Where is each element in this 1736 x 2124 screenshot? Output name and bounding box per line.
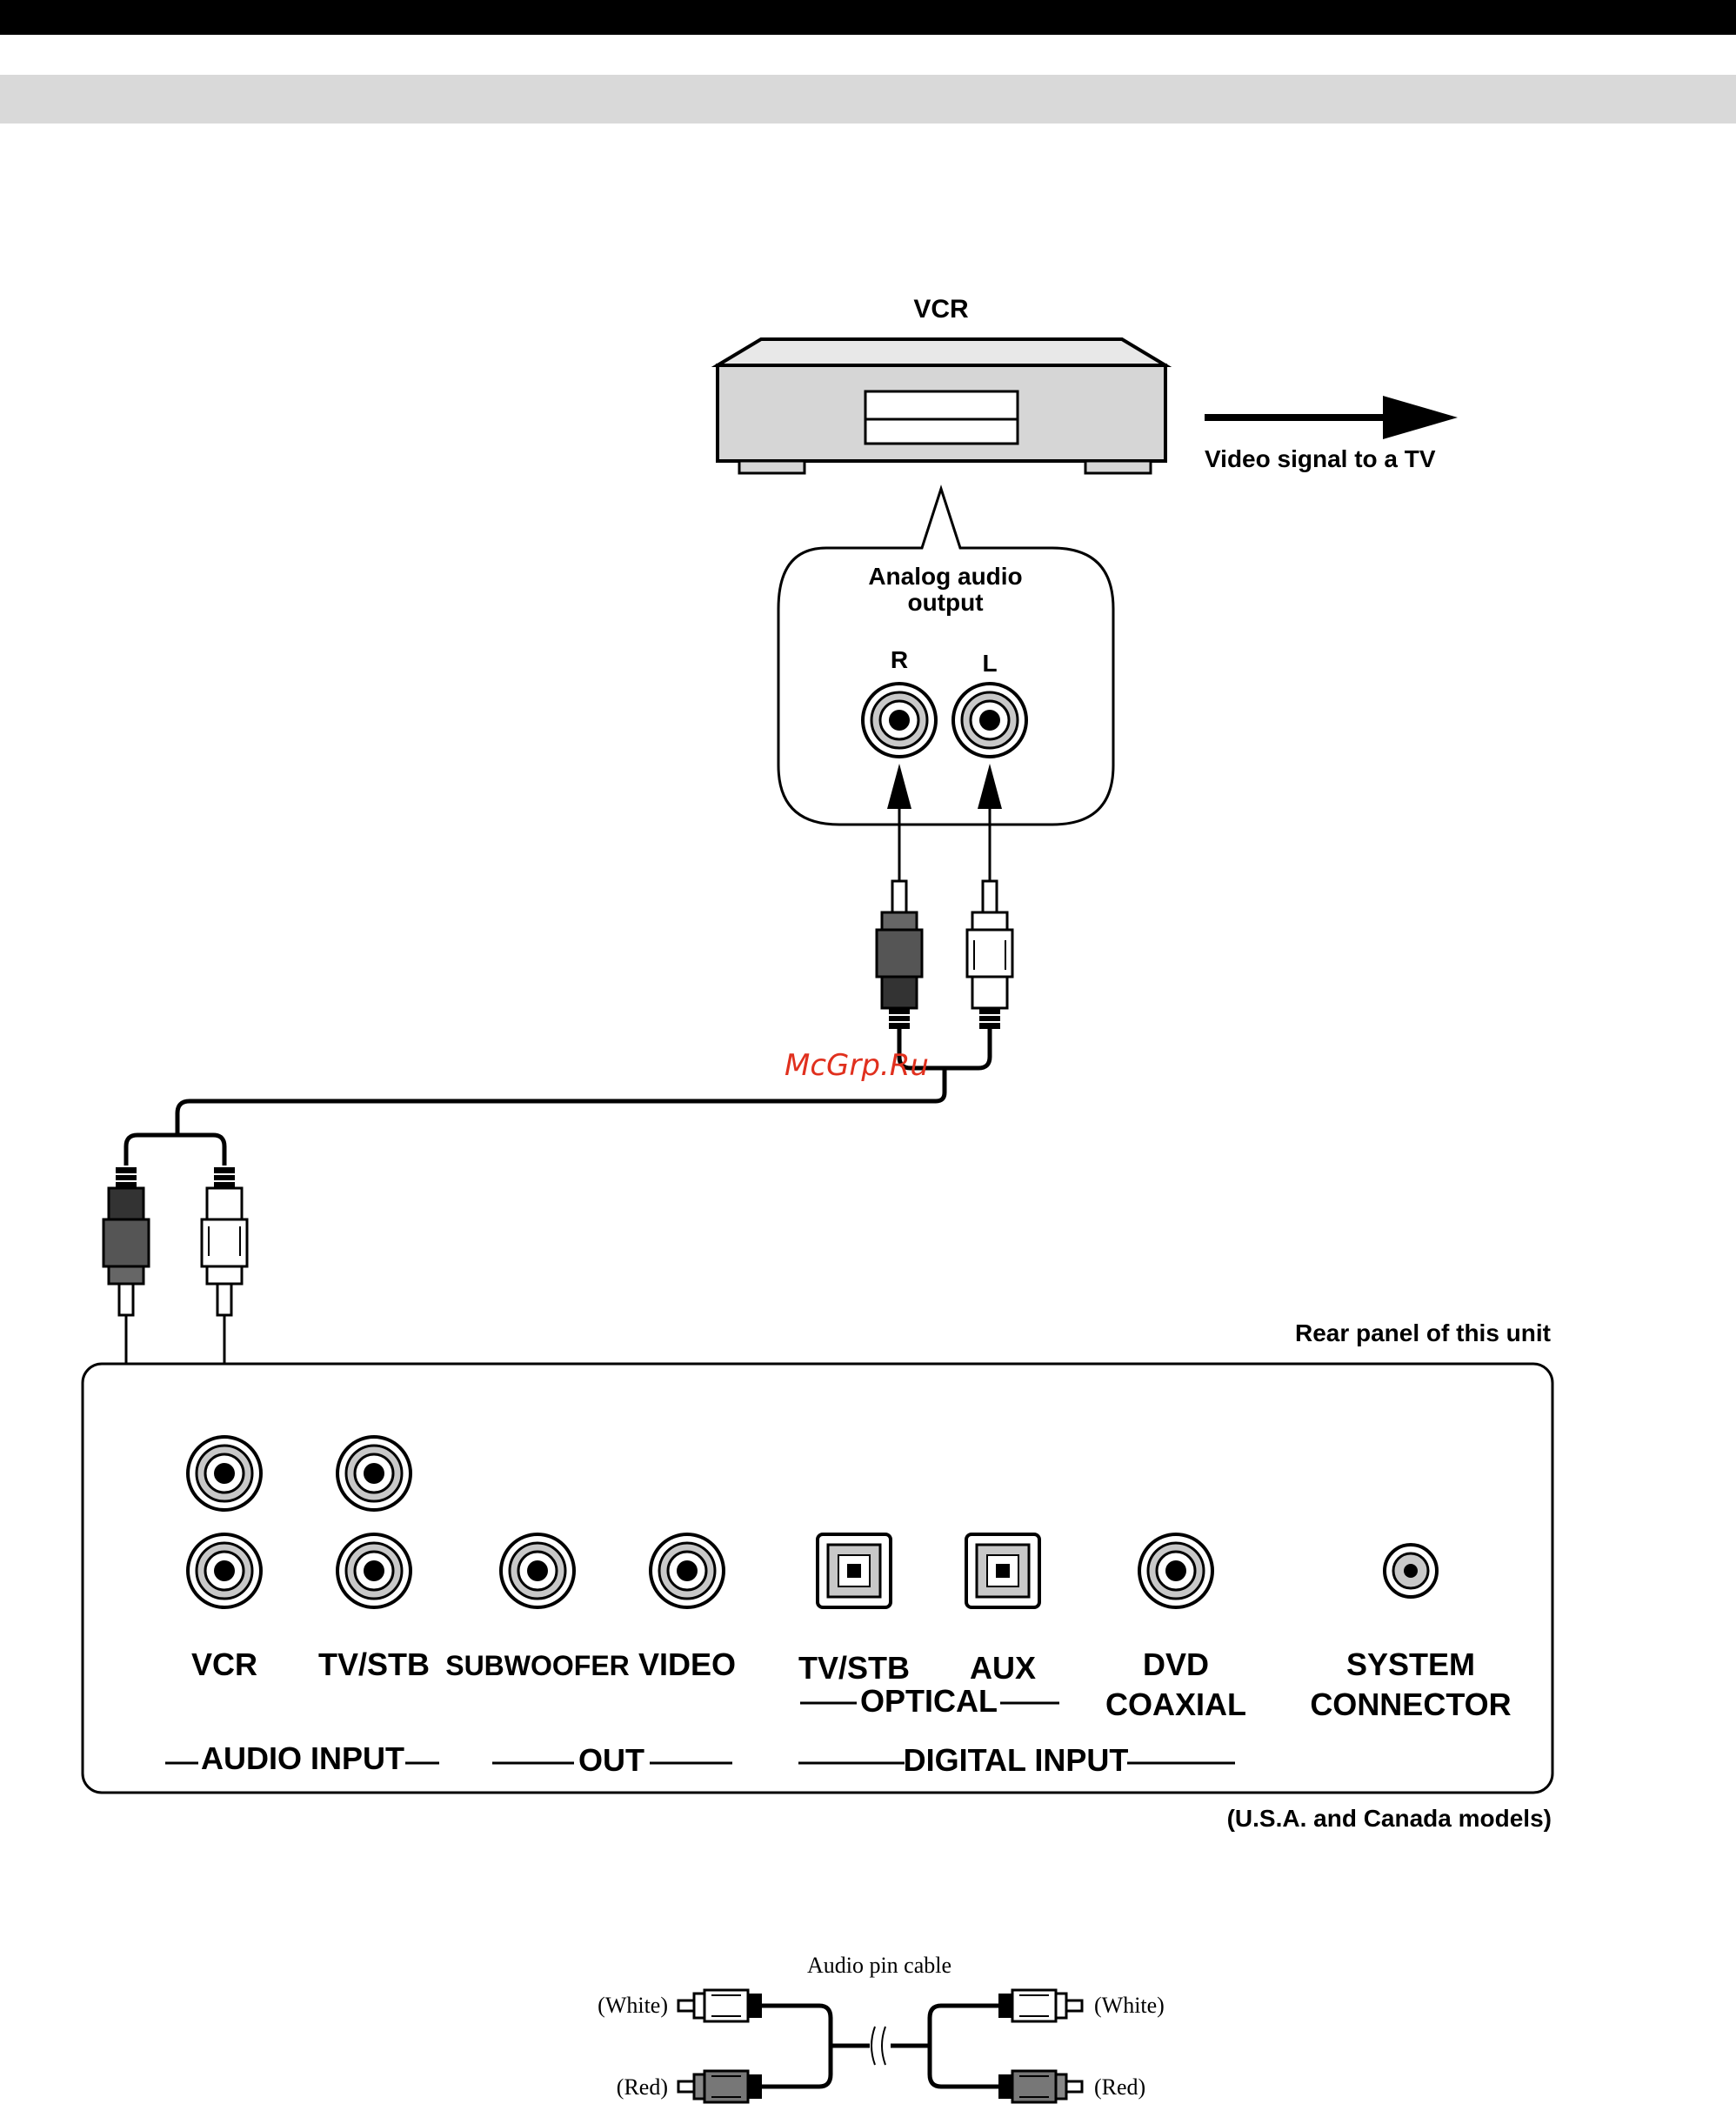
optical-aux-icon xyxy=(966,1534,1039,1607)
legend-white-right: (White) xyxy=(1094,1993,1165,2018)
jack-tvstb-l-icon xyxy=(337,1437,411,1510)
legend-red-left: (Red) xyxy=(617,2074,668,2100)
vcr-jack-l-icon xyxy=(953,684,1026,757)
jack-vcr-l-icon xyxy=(188,1437,261,1510)
rear-panel-title: Rear panel of this unit xyxy=(1295,1319,1551,1346)
label-video: VIDEO xyxy=(638,1646,736,1682)
jack-video-icon xyxy=(651,1534,724,1607)
upper-white-plug-icon xyxy=(967,857,1012,1029)
optical-tvstb-icon xyxy=(818,1534,891,1607)
jack-subwoofer-icon xyxy=(501,1534,574,1607)
watermark-text: McGrp.Ru xyxy=(785,1048,929,1083)
lower-white-plug-icon xyxy=(202,1167,247,1339)
label-optical-tvstb: TV/STB xyxy=(798,1650,910,1686)
group-audio-input: AUDIO INPUT xyxy=(201,1740,404,1776)
label-vcr: VCR xyxy=(191,1646,257,1682)
label-optical: OPTICAL xyxy=(860,1683,998,1719)
upper-red-plug-icon xyxy=(877,857,922,1029)
group-digital-input: DIGITAL INPUT xyxy=(904,1742,1129,1778)
label-connector: CONNECTOR xyxy=(1310,1687,1511,1722)
analog-output-callout xyxy=(778,489,1113,825)
lower-red-plug-icon xyxy=(103,1167,149,1339)
callout-title-line2: output xyxy=(907,589,983,616)
jack-tvstb-r-icon xyxy=(337,1534,411,1607)
jack-dvd-coaxial-icon xyxy=(1139,1534,1212,1607)
vcr-title: VCR xyxy=(913,295,969,324)
label-subwoofer: SUBWOOFER xyxy=(445,1650,630,1681)
label-tvstb: TV/STB xyxy=(318,1646,430,1682)
video-signal-label: Video signal to a TV xyxy=(1205,445,1436,472)
vcr-device-icon xyxy=(718,339,1165,473)
legend-red-right: (Red) xyxy=(1094,2074,1145,2100)
system-connector-icon xyxy=(1385,1545,1437,1597)
video-signal-arrow-icon xyxy=(1205,396,1458,439)
label-coaxial: COAXIAL xyxy=(1105,1687,1246,1722)
model-note: (U.S.A. and Canada models) xyxy=(1227,1805,1552,1832)
jack-label-r: R xyxy=(891,646,908,673)
jack-vcr-r-icon xyxy=(188,1534,261,1607)
group-out: OUT xyxy=(578,1742,644,1778)
legend-white-left: (White) xyxy=(598,1993,668,2018)
jack-label-l: L xyxy=(982,650,997,677)
audio-pin-cable-icon xyxy=(678,1990,1082,2102)
label-aux: AUX xyxy=(970,1650,1036,1686)
cable-legend-title: Audio pin cable xyxy=(807,1953,951,1978)
label-dvd: DVD xyxy=(1143,1646,1209,1682)
callout-title-line1: Analog audio xyxy=(868,563,1022,590)
label-system: SYSTEM xyxy=(1346,1646,1475,1682)
vcr-jack-r-icon xyxy=(863,684,936,757)
